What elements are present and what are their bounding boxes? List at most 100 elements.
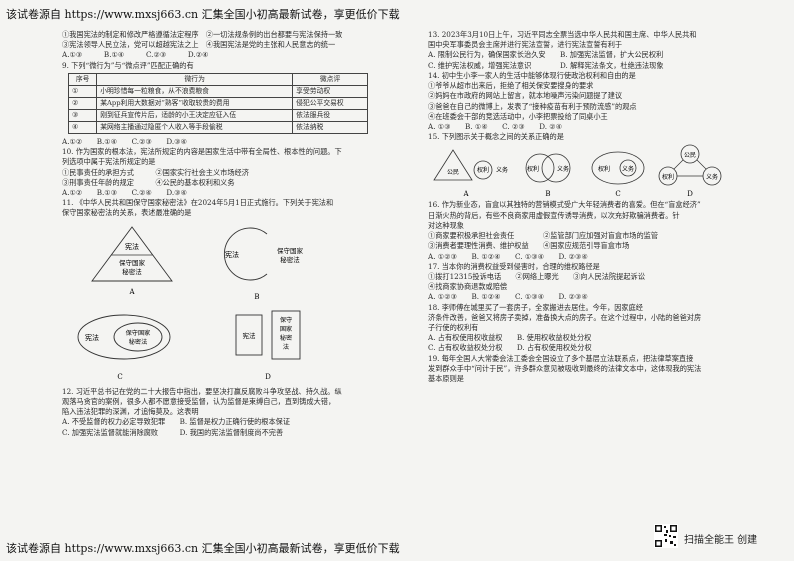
fig-d-right-label-3: 秘密 — [280, 334, 292, 342]
q15d-letter: D — [687, 190, 693, 198]
table-cell: ③ — [67, 108, 98, 122]
bottom-banner: 该试卷源自 https://www.mxsj663.cn 汇集全国小初高最新试卷… — [6, 542, 400, 555]
q10-option-2: ③刑事责任年龄的规定 ④公民的基本权利和义务 — [62, 177, 235, 187]
table-cell: 刚到征兵宣传片后，适龄的小王决定应征入伍 — [96, 108, 294, 122]
q18-stem-3: 子行使的权利有 — [428, 323, 479, 333]
q19-stem-2: 发到群众手中“问计于民”，许多群众意见被吸收到最终的法律文本中，这体现我的宪法 — [428, 363, 702, 373]
q19-stem-1: 19. 每年全国人大常委会法工委会全国设立了多个基层立法联系点，把法律草案直接 — [428, 353, 694, 363]
left-column: ①我国宪法的制定和修改严格遵循法定程序 ②一切法规条例的出台都要与宪法保持一致 … — [62, 30, 400, 438]
q11-stem-1: 11. 《中华人民共和国保守国家秘密法》在2024年5月1日正式施行。下列关于宪… — [62, 198, 334, 208]
q9-stem: 9. 下列“微行为”与“微点评”匹配正确的有 — [62, 60, 194, 70]
figure-d: 宪法 保守 国家 秘密 法 D — [235, 310, 301, 381]
table-header: 微行为 — [96, 72, 294, 86]
fig-c-outer-label: 宪法 — [85, 333, 99, 342]
q16-option-12: ①商家要积极承担社会责任 ②监管部门应加强对盲盒市场的监管 — [428, 231, 659, 241]
q9-table: 序号 微行为 微点评 ① 小明珍惜每一粒粮食，从不浪费粮食 享受劳动权 ② 某A… — [67, 72, 368, 134]
scanner-credit: 扫描全能王 创建 — [684, 535, 758, 546]
table-cell: 小明珍惜每一粒粮食，从不浪费粮食 — [96, 84, 294, 98]
q11-diagram-svg: 宪法 保守国家 秘密法 A 宪法 保守国家 秘密法 B 宪法 保守国家 秘密法 … — [77, 225, 304, 381]
q15-stem: 15. 下列图示关于概念之间的关系正确的是 — [428, 132, 564, 142]
fig-b-inner-label-2: 秘密法 — [280, 255, 300, 264]
fig-a-top-label: 宪法 — [125, 242, 139, 251]
q10-stem-1: 10. 作为国家的根本法，宪法所规定的内容是国家生活中带有全局性、根本性的问题。… — [62, 147, 342, 157]
fig-c-letter: C — [117, 373, 122, 381]
q16-stem-2: 日渐火热的背后，有些不良商家用虚假宣传诱导消费，以次充好欺骗消费者。针 — [428, 210, 680, 220]
table-row: ③ 刚到征兵宣传片后，适龄的小王决定应征入伍 依法服兵役 — [67, 108, 368, 122]
q19-stem-3: 基本原则是 — [428, 374, 464, 384]
q15-figures: 公民 权利 义务 A 权利 义务 B 权利 义务 C — [428, 142, 758, 200]
q13-option-ab: A. 限制公民行为，确保国家长治久安 B. 加强宪法监督，扩大公民权利 — [428, 50, 664, 60]
table-header: 微点评 — [292, 72, 368, 86]
table-header: 序号 — [67, 72, 98, 86]
q12-option-ab: A. 不受监督的权力必定导致犯罪 B. 监督是权力正确行使的根本保证 — [62, 417, 291, 427]
q15-figure-a: 公民 权利 义务 A — [433, 149, 508, 198]
fig-a-bottom-label-2: 秘密法 — [122, 267, 142, 276]
q18-option-cd: C. 占有权收益权处分权 D. 占有权使用权处分权 — [428, 343, 592, 353]
fig-c-inner-label-2: 秘密法 — [129, 338, 148, 346]
table-row: ① 小明珍惜每一粒粮食，从不浪费粮食 享受劳动权 — [67, 84, 368, 98]
table-cell: 某App利用大数据对“熟客”收取较贵的费用 — [96, 96, 294, 110]
q14-option-1: ①爷爷从超市出来后，拒绝了相关保安要搜身的要求 — [428, 81, 594, 91]
q13-option-cd: C. 维护宪法权威，增强宪法意识 D. 解释宪法条文，杜绝违法现象 — [428, 60, 664, 70]
table-cell: 某网络主播通过隐匿个人收入等手段偷税 — [96, 120, 294, 134]
figure-c: 宪法 保守国家 秘密法 C — [77, 314, 171, 381]
q12-option-cd: C. 加强宪法监督就能消除腐败 D. 我国的宪法监督制度尚不完善 — [62, 427, 284, 437]
q17-option-2: ④找商家协商退款或赔偿 — [428, 282, 508, 292]
fig-b-inner-label-1: 保守国家 — [277, 246, 304, 255]
q16-stem-1: 16. 作为新业态，盲盒以其独特的营销模式受广大年轻消费者的喜爱。但在“盲盒经济… — [428, 200, 701, 210]
q17-stem: 17. 当本你的消费权益受到侵害时，合理的维权路径是 — [428, 261, 600, 271]
q16-answers: A. ①②③ B. ①②④ C. ①③④ D. ②③④ — [428, 251, 588, 261]
table-cell: 依法服兵役 — [292, 108, 368, 122]
fig-a-letter: A — [128, 288, 135, 296]
q14-option-3: ③爸爸在自己的微博上，发表了“接种疫苗有利于预防流感”的观点 — [428, 101, 637, 111]
q12-stem-3: 陷入违法犯罪的深渊，才追悔莫及。这表明 — [62, 407, 199, 417]
table-cell: ④ — [67, 120, 98, 134]
q15a-label-3: 义务 — [496, 166, 508, 174]
q15a-label-2: 权利 — [477, 166, 489, 174]
fig-d-right-label-2: 国家 — [280, 325, 292, 333]
q13-stem-2: 国中央军事委员会主席并进行宪法宣誓，进行宪法宣誓有利于 — [428, 40, 623, 50]
fig-c-inner-label-1: 保守国家 — [126, 329, 151, 337]
q15d-label-2: 权利 — [662, 173, 674, 181]
q17-option-1: ①拨打12315投诉电话 ②网络上曝光 ③向人民法院提起诉讼 — [428, 271, 645, 281]
fig-b-letter: B — [254, 293, 259, 301]
q10-answers: A.①② B.①③ C.②④ D.③④ — [62, 187, 188, 197]
right-column: 13. 2023年3月10日上午，习近平同志全票当选中华人民共和国主席、中华人民… — [428, 30, 758, 384]
table-cell: 享受劳动权 — [292, 84, 368, 98]
q15b-label-2: 义务 — [557, 165, 569, 173]
q16-option-34: ③消费者要理性消费、维护权益 ④国家应规范引导盲盒市场 — [428, 241, 630, 251]
table-row: ② 某App利用大数据对“熟客”收取较贵的费用 侵犯公平交易权 — [67, 96, 368, 110]
qr-code-icon — [654, 524, 678, 548]
q8-option-line-1: ①我国宪法的制定和修改严格遵循法定程序 ②一切法规条例的出台都要与宪法保持一致 — [62, 30, 343, 39]
q15-figure-d: 公民 权利 义务 D — [658, 145, 722, 198]
table-cell: ② — [67, 96, 98, 110]
q14-stem: 14. 初中生小李一家人的生活中能够体现行使政治权利和自由的是 — [428, 70, 636, 80]
q15d-label-1: 公民 — [684, 152, 696, 159]
q10-stem-2: 列选项中属于宪法所规定的是 — [62, 157, 156, 167]
q15b-letter: B — [545, 190, 550, 198]
fig-d-right-label-4: 法 — [283, 343, 289, 351]
table-cell: 侵犯公平交易权 — [292, 96, 368, 110]
q12-stem-1: 12. 习近平总书记在党的二十大报告中指出，要坚决打赢反腐败斗争攻坚战、持久战。… — [62, 386, 342, 396]
q11-stem-2: 保守国家秘密法的关系，表述最准确的是 — [62, 208, 192, 218]
table-cell: ① — [67, 84, 98, 98]
q15a-label-1: 公民 — [447, 169, 459, 176]
q15-diagram-svg: 公民 权利 义务 A 权利 义务 B 权利 义务 C — [433, 145, 722, 198]
q11-figures: 宪法 保守国家 秘密法 A 宪法 保守国家 秘密法 B 宪法 保守国家 秘密法 … — [62, 219, 392, 387]
fig-d-letter: D — [265, 373, 271, 381]
q14-answers: A. ①③ B. ①④ C. ②③ D. ②④ — [428, 121, 563, 131]
q8-option-line-2: ③宪法领导人民立法，党可以超越宪法之上 ④我国宪法是党的主张和人民意志的统一 — [62, 40, 336, 50]
table-cell: 依法纳税 — [292, 120, 368, 134]
q14-option-2: ②妈妈在市政府的网站上留言，就本地噪声污染问题提了建议 — [428, 91, 623, 101]
q9-answers: A.①② B.①④ C.②③ D.③④ — [62, 136, 188, 146]
figure-b: 宪法 保守国家 秘密法 B — [223, 227, 304, 301]
q18-stem-1: 18. 李师傅在城里买了一套房子，全家搬进去居住。今年，因家庭经 — [428, 302, 643, 312]
fig-a-bottom-label-1: 保守国家 — [119, 258, 146, 267]
q8-answers: A.①③ B.①④ C.②③ D.②④ — [62, 50, 209, 60]
q15-figure-b: 权利 义务 B — [525, 154, 571, 198]
table-row: ④ 某网络主播通过隐匿个人收入等手段偷税 依法纳税 — [67, 120, 368, 134]
top-banner: 该试卷源自 https://www.mxsj663.cn 汇集全国小初高最新试卷… — [6, 8, 400, 21]
fig-d-left-label: 宪法 — [243, 331, 257, 340]
q10-option-1: ①民事责任的承担方式 ②国家实行社会主义市场经济 — [62, 167, 249, 177]
q17-answers: A. ①②③ B. ①②④ C. ①③④ D. ②③④ — [428, 292, 588, 302]
